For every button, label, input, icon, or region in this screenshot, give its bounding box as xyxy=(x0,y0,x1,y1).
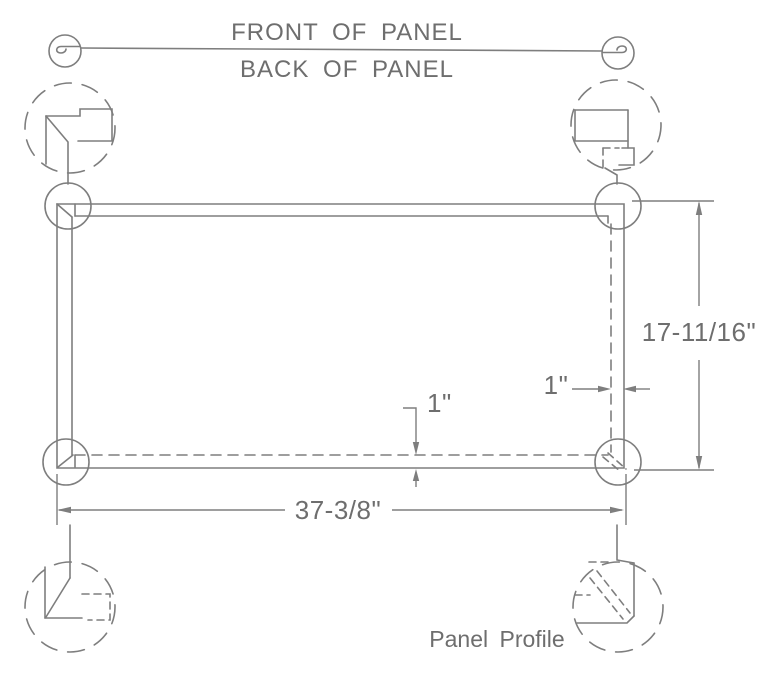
dimension-height: 17-11/16" xyxy=(632,200,756,471)
detail-tr-leader xyxy=(604,167,618,185)
fastener-right-icon xyxy=(601,36,635,70)
dimension-flange-right: 1" xyxy=(544,370,650,400)
dim-flange-bottom-arrow-down-icon xyxy=(412,442,420,455)
detail-tr-face-line xyxy=(574,109,629,142)
front-of-panel-label: FRONT OF PANEL xyxy=(231,19,463,46)
dim-flange-right-arrow-right-icon xyxy=(598,385,611,393)
dim-height-arrow-down-icon xyxy=(695,456,703,470)
dim-flange-bottom-leader xyxy=(403,407,417,443)
panel-outline xyxy=(56,203,627,472)
dim-height-value: 17-11/16" xyxy=(642,317,756,347)
fastener-left-icon xyxy=(48,34,82,68)
detail-br-hidden-miter-1 xyxy=(596,570,631,614)
dim-width-value: 37-3/8" xyxy=(295,495,381,525)
fastener-left-circle xyxy=(48,34,82,68)
back-of-panel-label: BACK OF PANEL xyxy=(240,56,454,83)
fastener-left-slot-icon xyxy=(55,45,81,54)
dim-width-arrow-left-icon xyxy=(57,506,71,514)
fastener-right-slot-icon xyxy=(602,45,628,54)
panel-bottom-right-miter-2 xyxy=(602,456,621,472)
detail-circle-top-right xyxy=(570,79,662,171)
dim-flange-bottom-arrow-up-icon xyxy=(412,469,420,481)
fastener-right-circle xyxy=(601,36,635,70)
dimension-flange-bottom: 1" xyxy=(403,388,452,487)
panel-bottom-left-miter xyxy=(57,454,74,468)
detail-br-hidden-miter-2 xyxy=(589,577,624,620)
detail-bottom-right xyxy=(572,524,664,653)
detail-tr-hook xyxy=(618,147,635,166)
dim-height-arrow-up-icon xyxy=(695,201,703,215)
panel-bottom-right-miter-1 xyxy=(607,452,627,470)
corner-circle-bottom-left xyxy=(42,438,90,486)
dim-flange-right-value: 1" xyxy=(544,370,569,400)
panel-hang-line xyxy=(80,47,603,52)
detail-top-right xyxy=(570,79,662,185)
detail-bl-miter xyxy=(45,577,71,618)
panel-profile-caption: Panel Profile xyxy=(429,626,564,652)
corner-circle-top-right xyxy=(594,182,642,230)
dim-flange-right-arrow-left-icon xyxy=(623,385,636,393)
detail-top-left xyxy=(24,82,116,185)
detail-tl-lip xyxy=(45,108,113,142)
corner-circle-bottom-right xyxy=(594,438,642,486)
panel-top-left-miter xyxy=(56,203,73,218)
dimension-width: 37-3/8" xyxy=(56,474,627,525)
detail-bl-hidden-lip xyxy=(81,593,111,621)
panel-outer-edge xyxy=(56,203,625,469)
detail-br-bottom-line xyxy=(576,615,635,624)
detail-tl-miter-leader xyxy=(45,115,69,185)
detail-bottom-left xyxy=(24,524,116,653)
dim-width-arrow-right-icon xyxy=(610,506,624,514)
detail-circle-bottom-right xyxy=(572,561,664,653)
corner-circle-top-left xyxy=(44,182,92,230)
detail-br-leader xyxy=(616,524,635,564)
detail-circle-top-left xyxy=(24,82,116,174)
dim-flange-bottom-value: 1" xyxy=(427,388,452,418)
